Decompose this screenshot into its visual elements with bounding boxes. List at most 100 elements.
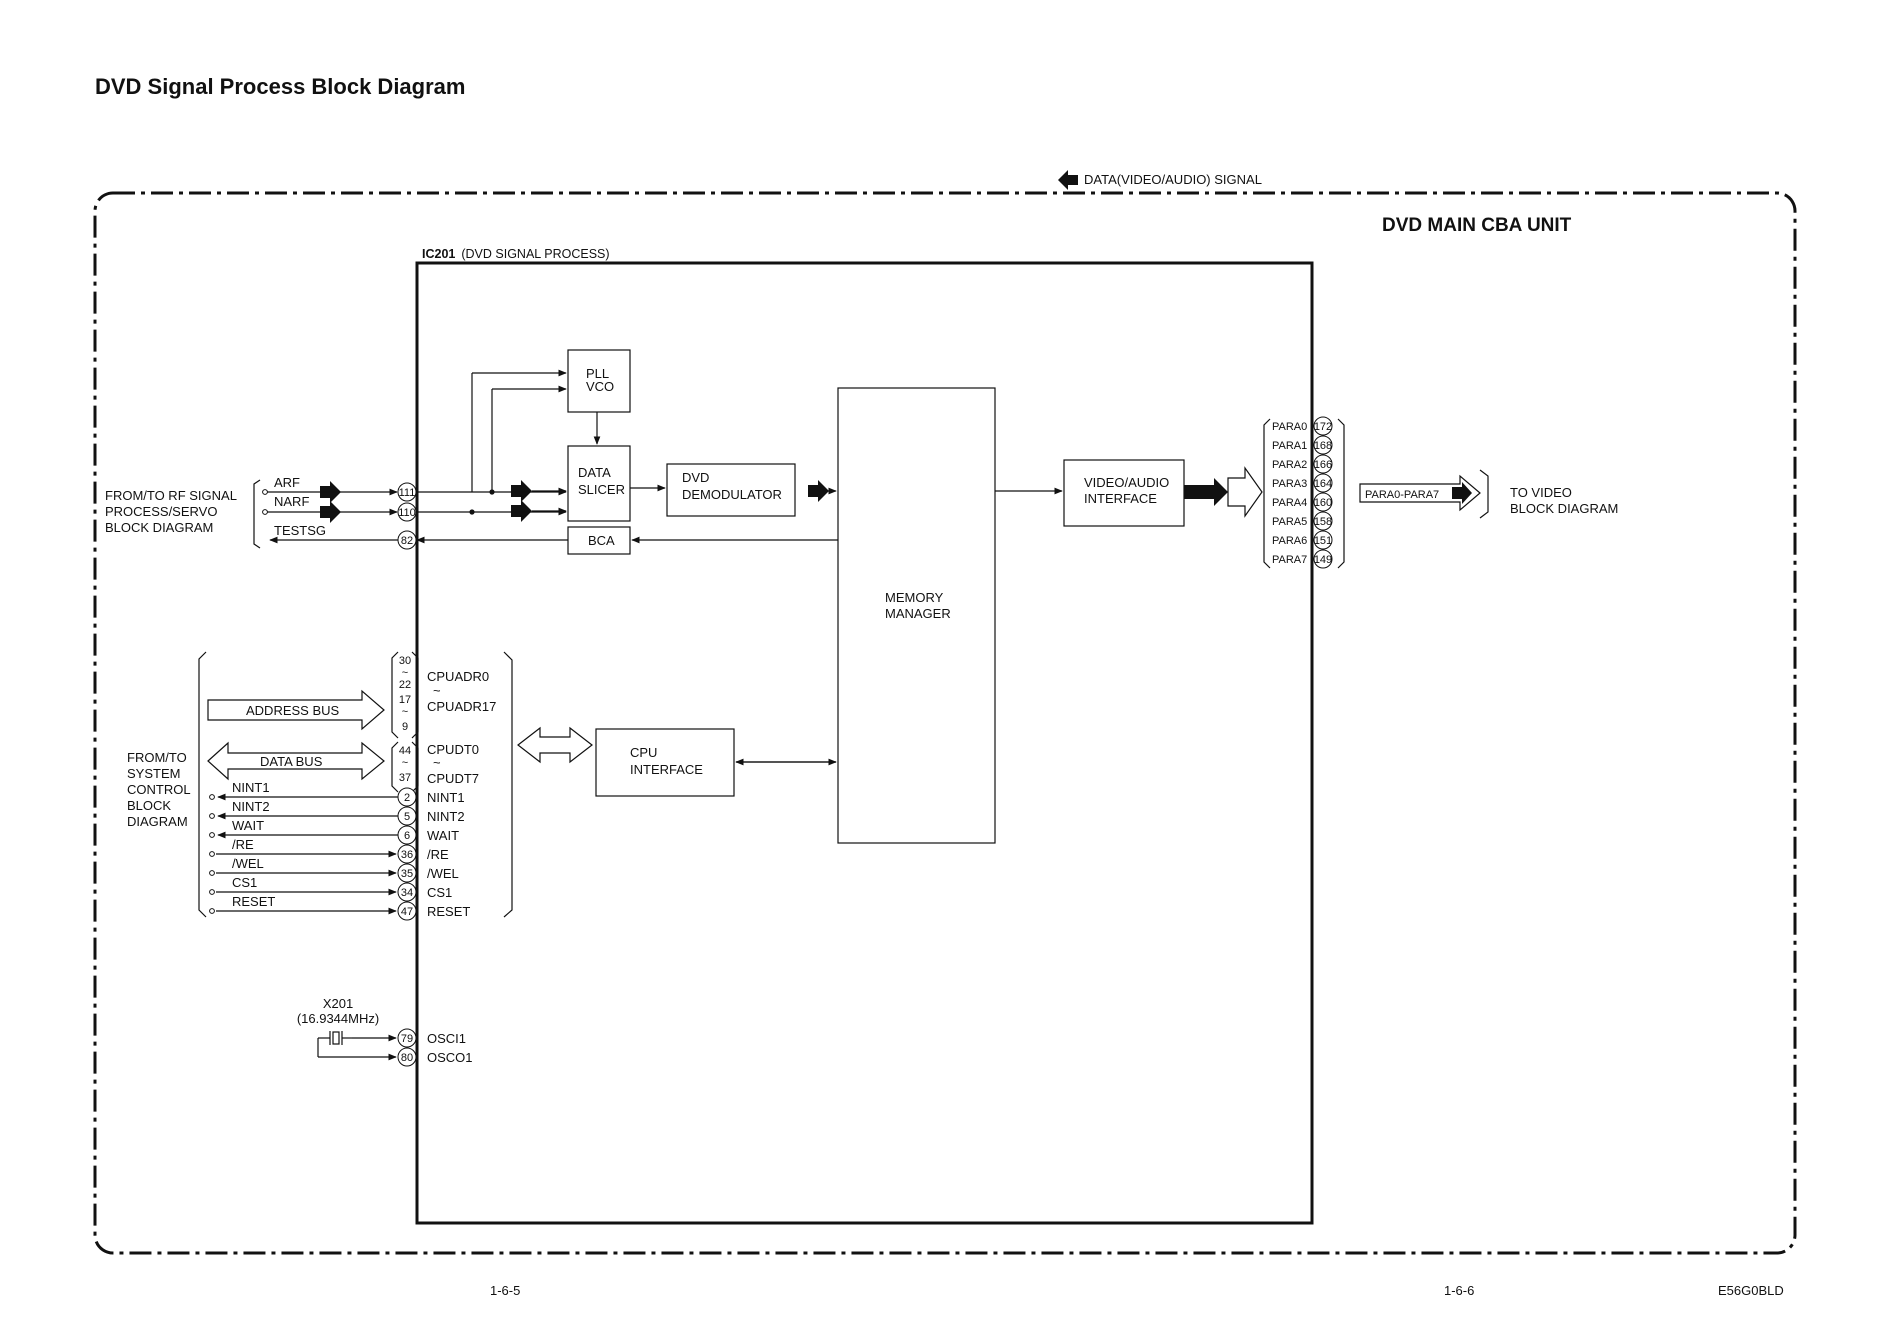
rf-label-3: BLOCK DIAGRAM xyxy=(105,520,213,535)
pin-number: 47 xyxy=(401,906,413,918)
address-bus-arrow xyxy=(207,689,385,731)
sys-label-3: CONTROL xyxy=(127,782,191,797)
sys-signal-rows: NINT1 2 NINT1 NINT2 5 NINT2 WAIT 6 xyxy=(209,780,470,921)
addr-pin-22: 22 xyxy=(399,679,411,691)
dvd-demodulator-block: DVD DEMODULATOR xyxy=(666,463,796,517)
footer-page-left: 1-6-5 xyxy=(490,1283,520,1298)
ic201-box xyxy=(415,261,1314,1225)
bca-block: BCA xyxy=(567,526,631,555)
pin-name: /RE xyxy=(427,847,449,862)
pin-82: 82 xyxy=(401,535,413,547)
footer-page-right: 1-6-6 xyxy=(1444,1283,1474,1298)
demod-label-1: DVD xyxy=(682,470,709,485)
bca-label: BCA xyxy=(588,533,615,548)
pin-80: 80 xyxy=(401,1052,413,1064)
para-name: PARA3 xyxy=(1272,478,1307,490)
slicer-label-1: DATA xyxy=(578,465,611,480)
pin-number: 34 xyxy=(401,887,413,899)
sys-signal-nint1: NINT1 2 NINT1 xyxy=(209,780,465,807)
pin-name: WAIT xyxy=(427,828,459,843)
addr-pin-tilde: ~ xyxy=(402,667,408,679)
crystal-ref: X201 xyxy=(323,996,353,1011)
pin-name: RESET xyxy=(427,904,470,919)
pin-110: 110 xyxy=(398,507,416,519)
para-name: PARA5 xyxy=(1272,516,1307,528)
memory-manager-block: MEMORY MANAGER xyxy=(837,387,996,844)
cpuadr0-label: CPUADR0 xyxy=(427,669,489,684)
para-name: PARA2 xyxy=(1272,459,1307,471)
para-row-4: PARA4 160 xyxy=(1272,492,1333,512)
pin-name: NINT2 xyxy=(427,809,465,824)
vco-label: VCO xyxy=(586,379,614,394)
va-label-2: INTERFACE xyxy=(1084,491,1157,506)
data-slicer-block: DATA SLICER xyxy=(567,445,631,522)
memory-label-2: MANAGER xyxy=(885,606,951,621)
pin-number: 2 xyxy=(404,792,410,804)
signal-name: WAIT xyxy=(232,818,264,833)
address-bus-label: ADDRESS BUS xyxy=(246,703,340,718)
sys-signal-wel: /WEL 35 /WEL xyxy=(209,856,459,883)
sys-label-2: SYSTEM xyxy=(127,766,180,781)
pin-name: CS1 xyxy=(427,885,452,900)
cpudt7-label: CPUDT7 xyxy=(427,771,479,786)
para-row-3: PARA3 164 xyxy=(1272,473,1333,493)
slicer-label-2: SLICER xyxy=(578,482,625,497)
unit-border xyxy=(93,191,1797,1255)
data-bus-label: DATA BUS xyxy=(260,754,323,769)
para-name: PARA1 xyxy=(1272,440,1307,452)
memory-label-1: MEMORY xyxy=(885,590,944,605)
signal-name: /RE xyxy=(232,837,254,852)
page-title: DVD Signal Process Block Diagram xyxy=(95,74,465,99)
cpu-label-1: CPU xyxy=(630,745,657,760)
data-bus-arrow xyxy=(207,741,385,781)
sys-label-5: DIAGRAM xyxy=(127,814,188,829)
addr-pin-17: 17 xyxy=(399,694,411,706)
ic-label: IC201(DVD SIGNAL PROCESS) xyxy=(422,247,610,261)
para-pin: 164 xyxy=(1314,478,1332,490)
sys-signal-reset: RESET 47 RESET xyxy=(209,894,470,921)
pin-111: 111 xyxy=(399,487,416,499)
to-video-label-1: TO VIDEO xyxy=(1510,485,1572,500)
data-pin-44: 44 xyxy=(399,745,411,757)
para-pin: 151 xyxy=(1314,535,1332,547)
signal-name: NINT1 xyxy=(232,780,270,795)
addr-pin-9: 9 xyxy=(402,721,408,733)
para-row-2: PARA2 166 xyxy=(1272,454,1333,474)
cpudt-tilde: ~ xyxy=(433,755,441,770)
pll-vco-block: PLL VCO xyxy=(567,349,631,413)
pin-number: 35 xyxy=(401,868,413,880)
pll-label: PLL xyxy=(586,366,609,381)
para-name: PARA4 xyxy=(1272,497,1307,509)
rf-group: FROM/TO RF SIGNAL PROCESS/SERVO BLOCK DI… xyxy=(105,475,567,550)
osci1-label: OSCI1 xyxy=(427,1031,466,1046)
pin-79: 79 xyxy=(401,1033,413,1045)
sys-signal-wait: WAIT 6 WAIT xyxy=(209,818,459,845)
sys-label-1: FROM/TO xyxy=(127,750,187,765)
cpu-label-2: INTERFACE xyxy=(630,762,703,777)
para-row-5: PARA5 158 xyxy=(1272,511,1333,531)
para-pin: 160 xyxy=(1314,497,1332,509)
crystal-freq: (16.9344MHz) xyxy=(297,1011,379,1026)
para-name: PARA6 xyxy=(1272,535,1307,547)
rf-label-1: FROM/TO RF SIGNAL xyxy=(105,488,237,503)
unit-label: DVD MAIN CBA UNIT xyxy=(1382,215,1572,236)
rf-signal-narf: NARF xyxy=(274,494,309,509)
para-pin: 149 xyxy=(1314,554,1332,566)
cpuadr-tilde: ~ xyxy=(433,683,441,698)
va-label-1: VIDEO/AUDIO xyxy=(1084,475,1169,490)
pin-number: 6 xyxy=(404,830,410,842)
rf-label-2: PROCESS/SERVO xyxy=(105,504,217,519)
video-audio-interface-block: VIDEO/AUDIO INTERFACE xyxy=(1063,459,1185,527)
signal-name: /WEL xyxy=(232,856,264,871)
crystal-icon xyxy=(317,1031,397,1061)
cpudt0-label: CPUDT0 xyxy=(427,742,479,757)
para-pin: 166 xyxy=(1314,459,1332,471)
addr-pin-30: 30 xyxy=(399,655,411,667)
para-pin: 158 xyxy=(1314,516,1332,528)
sys-signal-nint2: NINT2 5 NINT2 xyxy=(209,799,465,826)
para-bus-label: PARA0-PARA7 xyxy=(1365,489,1439,501)
